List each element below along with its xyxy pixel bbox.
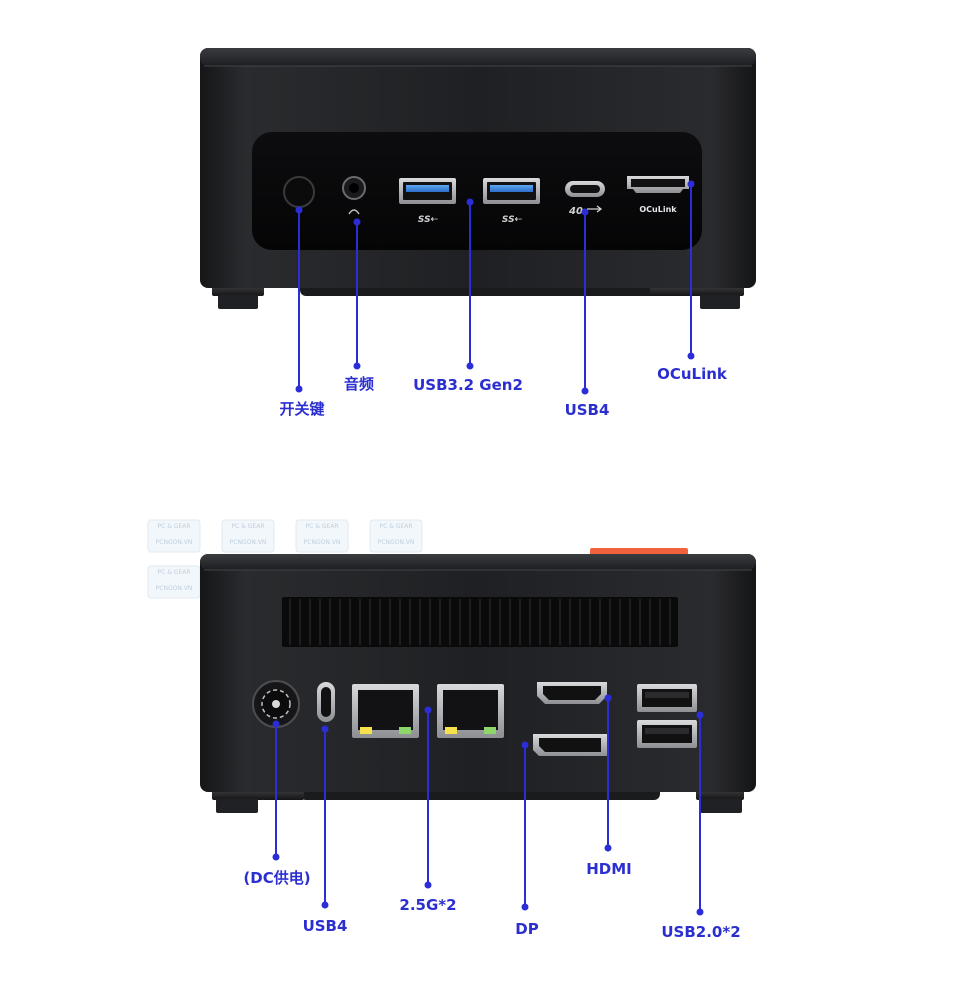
oculink-port[interactable]: OCuLink: [627, 176, 689, 214]
watermark-tile: PC & GEAR PCNGON.VN: [147, 565, 201, 599]
label-dc-power: (DC供电): [243, 869, 310, 887]
headphone-icon: [348, 209, 360, 215]
svg-text:PCNGON.VN: PCNGON.VN: [304, 539, 341, 546]
hdmi-port[interactable]: [537, 682, 607, 704]
svg-text:PCNGON.VN: PCNGON.VN: [378, 539, 415, 546]
svg-text:PCNGON.VN: PCNGON.VN: [156, 585, 193, 592]
rear-vent: [282, 597, 678, 647]
label-usb4-front: USB4: [565, 401, 610, 419]
rear-leader-lines: [272, 694, 704, 916]
dp-port[interactable]: [533, 734, 607, 756]
label-lan-2-5g: 2.5G*2: [399, 896, 456, 914]
label-dp: DP: [515, 920, 538, 938]
front-feet: [212, 286, 744, 309]
svg-text:PC & GEAR: PC & GEAR: [157, 523, 190, 530]
label-usb4-rear: USB4: [303, 917, 348, 935]
lan-port-2[interactable]: [437, 684, 504, 738]
lan-port-1[interactable]: [352, 684, 419, 738]
usb4-40-badge: 40: [568, 206, 583, 217]
svg-text:PC & GEAR: PC & GEAR: [305, 523, 338, 530]
oculink-print: OCuLink: [639, 205, 677, 214]
label-usb32-gen2: USB3.2 Gen2: [413, 376, 523, 394]
watermark-tile: PC & GEAR PCNGON.VN: [147, 519, 201, 553]
ss-logo-1: SS⇠: [418, 215, 438, 225]
power-button[interactable]: [283, 176, 315, 208]
svg-text:PC & GEAR: PC & GEAR: [157, 569, 190, 576]
svg-text:PC & GEAR: PC & GEAR: [231, 523, 264, 530]
svg-text:PCNGON.VN: PCNGON.VN: [230, 539, 267, 546]
svg-text:PC & GEAR: PC & GEAR: [379, 523, 412, 530]
svg-text:PCNGON.VN: PCNGON.VN: [156, 539, 193, 546]
rear-unit: [200, 548, 756, 813]
usb20-port-1[interactable]: [637, 684, 697, 712]
ss-logo-2: SS⇠: [502, 215, 522, 225]
label-hdmi: HDMI: [586, 860, 632, 878]
front-leader-lines: [295, 180, 695, 395]
front-port-panel: [252, 132, 702, 250]
usb32-port-1[interactable]: SS⇠: [399, 178, 456, 225]
label-usb20: USB2.0*2: [661, 923, 740, 941]
label-oculink: OCuLink: [657, 365, 728, 383]
watermark-tile: PC & GEAR PCNGON.VN: [369, 519, 423, 553]
label-power-key: 开关键: [279, 400, 324, 418]
rear-chassis: [200, 554, 756, 792]
usb4-port-rear[interactable]: [317, 682, 335, 722]
usb32-port-2[interactable]: SS⇠: [483, 178, 540, 225]
usb-arrow-icon: [587, 205, 603, 213]
audio-jack[interactable]: [342, 176, 366, 215]
rear-feet: [212, 790, 744, 813]
usb20-port-2[interactable]: [637, 720, 697, 748]
usb4-port-front[interactable]: 40: [565, 181, 605, 217]
watermark-tile: PC & GEAR PCNGON.VN: [221, 519, 275, 553]
label-audio: 音频: [344, 375, 374, 393]
watermark-tile: PC & GEAR PCNGON.VN: [295, 519, 349, 553]
dc-power-jack[interactable]: [252, 680, 300, 728]
front-unit: SS⇠ SS⇠ 40 OCuLink: [200, 48, 756, 309]
